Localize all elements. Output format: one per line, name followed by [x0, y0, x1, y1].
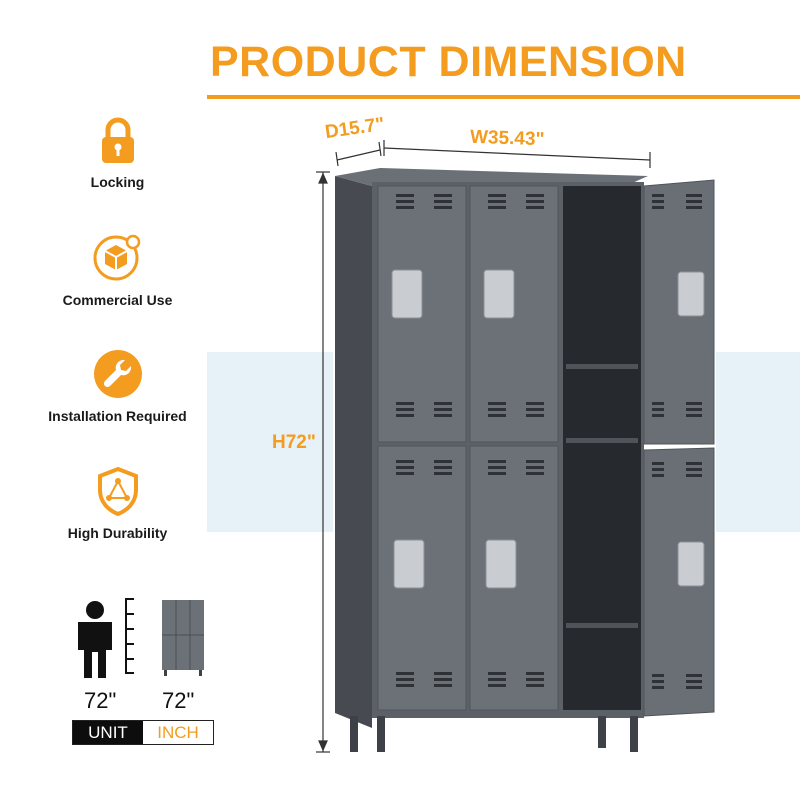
padlock-icon — [101, 117, 134, 163]
height-label: H72" — [272, 432, 316, 453]
feature-label: Installation Required — [48, 408, 187, 424]
locker-thumbnail — [162, 600, 204, 676]
locker-height-value: 72" — [162, 688, 195, 713]
person-height-value: 72" — [84, 688, 117, 713]
locker-top — [335, 168, 648, 186]
background-band-right — [716, 352, 800, 532]
door-handle — [391, 269, 423, 319]
door-handle — [677, 271, 705, 317]
feature-durability: High Durability — [20, 465, 215, 541]
feature-label: High Durability — [67, 525, 168, 541]
door-handle — [485, 539, 517, 589]
locker-leg — [630, 716, 638, 752]
door-handle — [483, 269, 515, 319]
shelf — [566, 438, 638, 443]
locker-side-panel — [335, 176, 372, 728]
page-title: PRODUCT DIMENSION — [210, 38, 687, 86]
wrench-icon — [93, 350, 142, 398]
inch-label: INCH — [143, 721, 213, 744]
shelf — [566, 364, 638, 369]
locker-leg — [350, 716, 358, 752]
locker-leg — [377, 716, 385, 752]
open-compartment — [563, 186, 641, 710]
feature-label: Commercial Use — [62, 292, 173, 308]
feature-locking: Locking — [20, 114, 215, 190]
feature-installation: Installation Required — [20, 348, 215, 424]
locker-illustration — [335, 168, 715, 752]
unit-toggle: UNIT INCH — [72, 720, 214, 745]
package-icon — [93, 234, 140, 281]
locker-leg — [598, 716, 606, 748]
door-handle — [393, 539, 425, 589]
shield-icon — [97, 466, 138, 517]
feature-commercial-use: Commercial Use — [20, 232, 215, 308]
door-handle — [677, 541, 705, 587]
title-underline — [207, 95, 800, 99]
shelf — [566, 623, 638, 628]
person-icon — [78, 601, 112, 678]
height-ruler — [125, 598, 134, 674]
background-band-left — [207, 352, 333, 532]
feature-label: Locking — [90, 174, 145, 190]
unit-label: UNIT — [73, 721, 143, 744]
